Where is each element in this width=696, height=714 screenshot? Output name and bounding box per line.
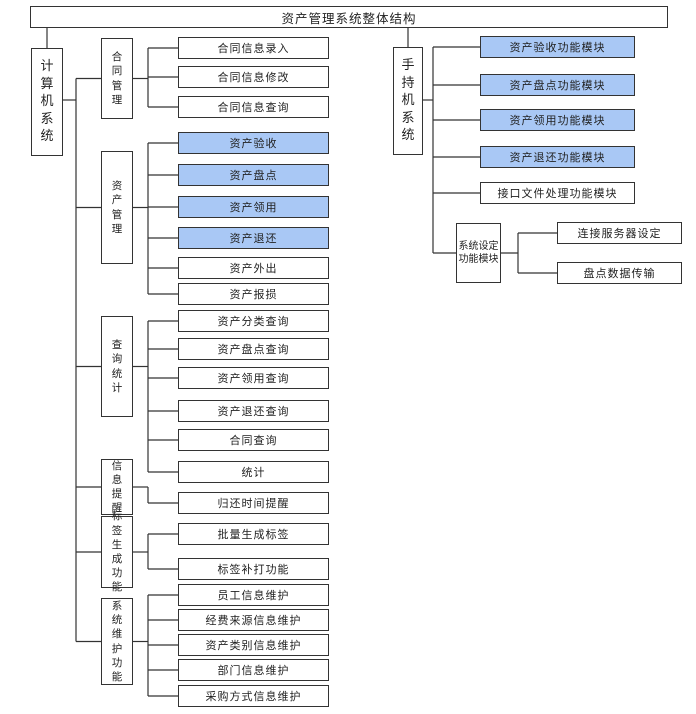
group-contract-management: 合同管理 <box>101 38 133 119</box>
item-contract-query: 合同信息查询 <box>178 96 329 118</box>
group-info-reminder: 信息提醒 <box>101 459 133 515</box>
item-asset-category-query: 资产分类查询 <box>178 310 329 332</box>
diagram-title: 资产管理系统整体结构 <box>30 6 668 28</box>
item-contract-entry: 合同信息录入 <box>178 37 329 59</box>
item-batch-label-generation: 批量生成标签 <box>178 523 329 545</box>
module-asset-requisition: 资产领用功能模块 <box>480 109 635 131</box>
item-asset-inventory: 资产盘点 <box>178 164 329 186</box>
item-statistics: 统计 <box>178 461 329 483</box>
item-asset-inventory-query: 资产盘点查询 <box>178 338 329 360</box>
item-department-maintenance: 部门信息维护 <box>178 659 329 681</box>
item-asset-category-maintenance: 资产类别信息维护 <box>178 634 329 656</box>
item-inventory-data-transfer: 盘点数据传输 <box>557 262 682 284</box>
item-label-reprint: 标签补打功能 <box>178 558 329 580</box>
computer-system-node: 计算机系统 <box>31 48 63 156</box>
item-asset-requisition: 资产领用 <box>178 196 329 218</box>
item-asset-outgoing: 资产外出 <box>178 257 329 279</box>
module-asset-inventory: 资产盘点功能模块 <box>480 74 635 96</box>
item-contract-query-stat: 合同查询 <box>178 429 329 451</box>
item-asset-acceptance: 资产验收 <box>178 132 329 154</box>
item-employee-info-maintenance: 员工信息维护 <box>178 584 329 606</box>
group-label-generation: 标签生成功能 <box>101 510 133 593</box>
group-system-maintenance: 系统维护功能 <box>101 598 133 685</box>
item-asset-damage: 资产报损 <box>178 283 329 305</box>
item-procurement-method-maintenance: 采购方式信息维护 <box>178 685 329 707</box>
handheld-system-node: 手持机系统 <box>393 47 423 155</box>
group-asset-management: 资产管理 <box>101 151 133 264</box>
module-asset-return: 资产退还功能模块 <box>480 146 635 168</box>
item-funding-source-maintenance: 经费来源信息维护 <box>178 609 329 631</box>
module-system-settings: 系统设定功能模块 <box>456 223 501 283</box>
item-server-connection-setting: 连接服务器设定 <box>557 222 682 244</box>
item-asset-return: 资产退还 <box>178 227 329 249</box>
module-asset-acceptance: 资产验收功能模块 <box>480 36 635 58</box>
item-asset-return-query: 资产退还查询 <box>178 400 329 422</box>
module-interface-file-processing: 接口文件处理功能模块 <box>480 182 635 204</box>
item-asset-requisition-query: 资产领用查询 <box>178 367 329 389</box>
group-query-statistics: 查询统计 <box>101 316 133 417</box>
item-return-time-reminder: 归还时间提醒 <box>178 492 329 514</box>
item-contract-edit: 合同信息修改 <box>178 66 329 88</box>
